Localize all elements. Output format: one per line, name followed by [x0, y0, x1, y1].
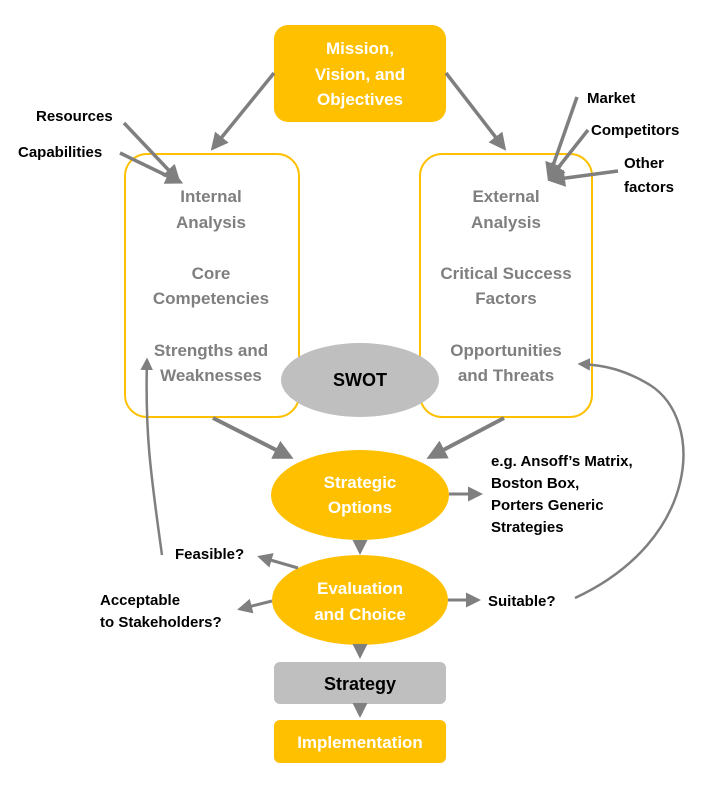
mission-line-2: Vision, and — [315, 65, 405, 84]
strategic-options-line-1: Strategic — [324, 473, 397, 492]
critical-success-line-1: Critical Success — [440, 264, 571, 283]
market-label: Market — [587, 90, 635, 107]
arrow-to-acceptable — [237, 598, 273, 614]
arrow-suitable-to-opportunities — [574, 358, 685, 600]
external-analysis-line-2: Analysis — [471, 213, 541, 232]
internal-analysis-box: Internal Analysis Core Competencies Stre… — [124, 153, 300, 418]
resources-label: Resources — [36, 108, 113, 125]
arrow-mission-to-internal — [210, 71, 276, 151]
strengths-line-2: Weaknesses — [160, 366, 262, 385]
core-competencies-line-1: Core — [192, 264, 231, 283]
arrow-capabilities — [119, 151, 184, 184]
examples-line-2: Boston Box, — [491, 475, 579, 492]
evaluation-ellipse: Evaluation and Choice — [272, 555, 448, 645]
swot-label: SWOT — [333, 370, 387, 390]
strategic-options-ellipse: Strategic Options — [271, 450, 449, 540]
acceptable-line-2: to Stakeholders? — [100, 614, 222, 631]
mission-line-3: Objectives — [317, 90, 403, 109]
examples-line-1: e.g. Ansoff’s Matrix, — [491, 453, 633, 470]
strategy-box: Strategy — [274, 662, 446, 704]
arrow-internal-to-options — [212, 416, 294, 459]
internal-analysis-line-1: Internal — [180, 187, 241, 206]
critical-success-line-2: Factors — [475, 289, 536, 308]
evaluation-line-1: Evaluation — [317, 579, 403, 598]
core-competencies-line-2: Competencies — [153, 289, 269, 308]
internal-analysis-line-2: Analysis — [176, 213, 246, 232]
external-analysis-box: External Analysis Critical Success Facto… — [419, 153, 593, 418]
capabilities-label: Capabilities — [18, 144, 102, 161]
connector-arrows — [119, 71, 685, 718]
acceptable-line-1: Acceptable — [100, 592, 180, 609]
implementation-box: Implementation — [274, 720, 446, 763]
strengths-line-1: Strengths and — [154, 341, 268, 360]
opportunities-line-2: and Threats — [458, 366, 554, 385]
mission-box: Mission, Vision, and Objectives — [274, 25, 446, 122]
strategy-label: Strategy — [324, 674, 396, 694]
arrow-external-to-options — [426, 416, 505, 459]
arrow-other-factors — [547, 169, 619, 187]
examples-line-3: Porters Generic — [491, 497, 604, 514]
mission-line-1: Mission, — [326, 39, 394, 58]
other-factors-line-1: Other — [624, 155, 664, 172]
evaluation-line-2: and Choice — [314, 605, 406, 624]
swot-ellipse: SWOT — [281, 343, 439, 417]
arrow-to-feasible — [257, 553, 299, 570]
examples-line-4: Strategies — [491, 519, 564, 536]
arrow-mission-to-external — [444, 71, 507, 151]
arrow-feasible-to-strengths — [140, 357, 164, 556]
external-analysis-line-1: External — [472, 187, 539, 206]
implementation-label: Implementation — [297, 733, 423, 752]
competitors-label: Competitors — [591, 122, 679, 139]
feasible-label: Feasible? — [175, 546, 244, 563]
strategic-options-line-2: Options — [328, 498, 392, 517]
other-factors-line-2: factors — [624, 179, 674, 196]
opportunities-line-1: Opportunities — [450, 341, 561, 360]
suitable-label: Suitable? — [488, 593, 556, 610]
